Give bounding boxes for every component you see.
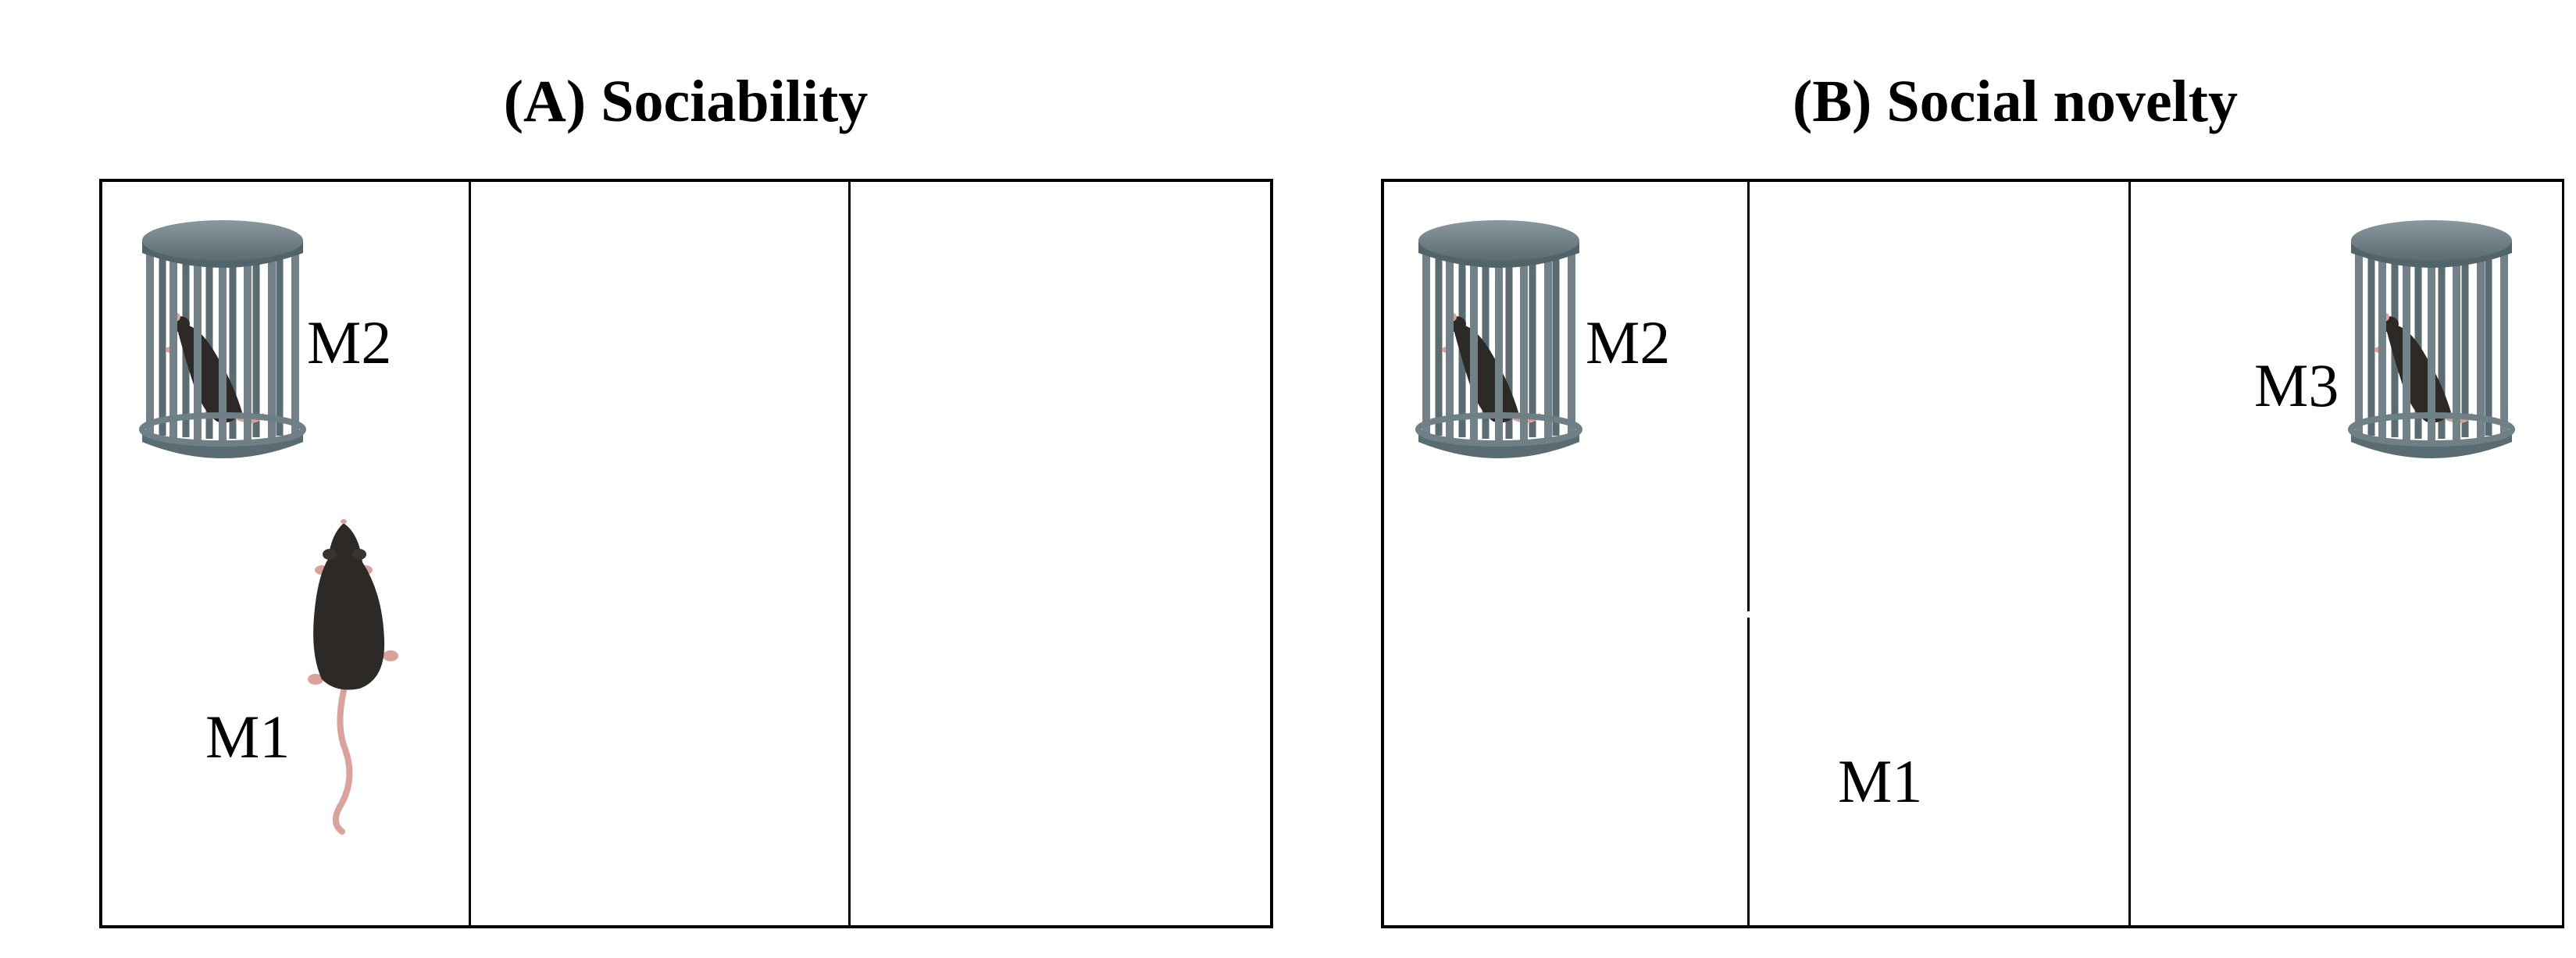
mouse-icon: [308, 519, 398, 835]
cage-icon: [139, 220, 306, 458]
mouse-label-m1: M1: [205, 703, 291, 771]
cage-icon: [2348, 220, 2515, 458]
mouse-label-m2: M2: [307, 308, 392, 376]
chamber-divider-left: [469, 182, 471, 925]
mouse-label-m1: M1: [1838, 747, 1923, 815]
panel-title-social-novelty: (B) Social novelty: [1793, 69, 2238, 134]
panel-title-sociability: (A) Sociability: [503, 69, 869, 134]
cage-icon: [1415, 220, 1582, 458]
chamber-divider-right: [848, 182, 851, 925]
chamber-divider-right: [2128, 182, 2131, 925]
arena-social-novelty: [1381, 179, 2564, 928]
mouse-label-m3: M3: [2254, 351, 2339, 419]
chamber-divider-left: [1747, 182, 1750, 925]
mouse-label-m2: M2: [1586, 308, 1671, 376]
